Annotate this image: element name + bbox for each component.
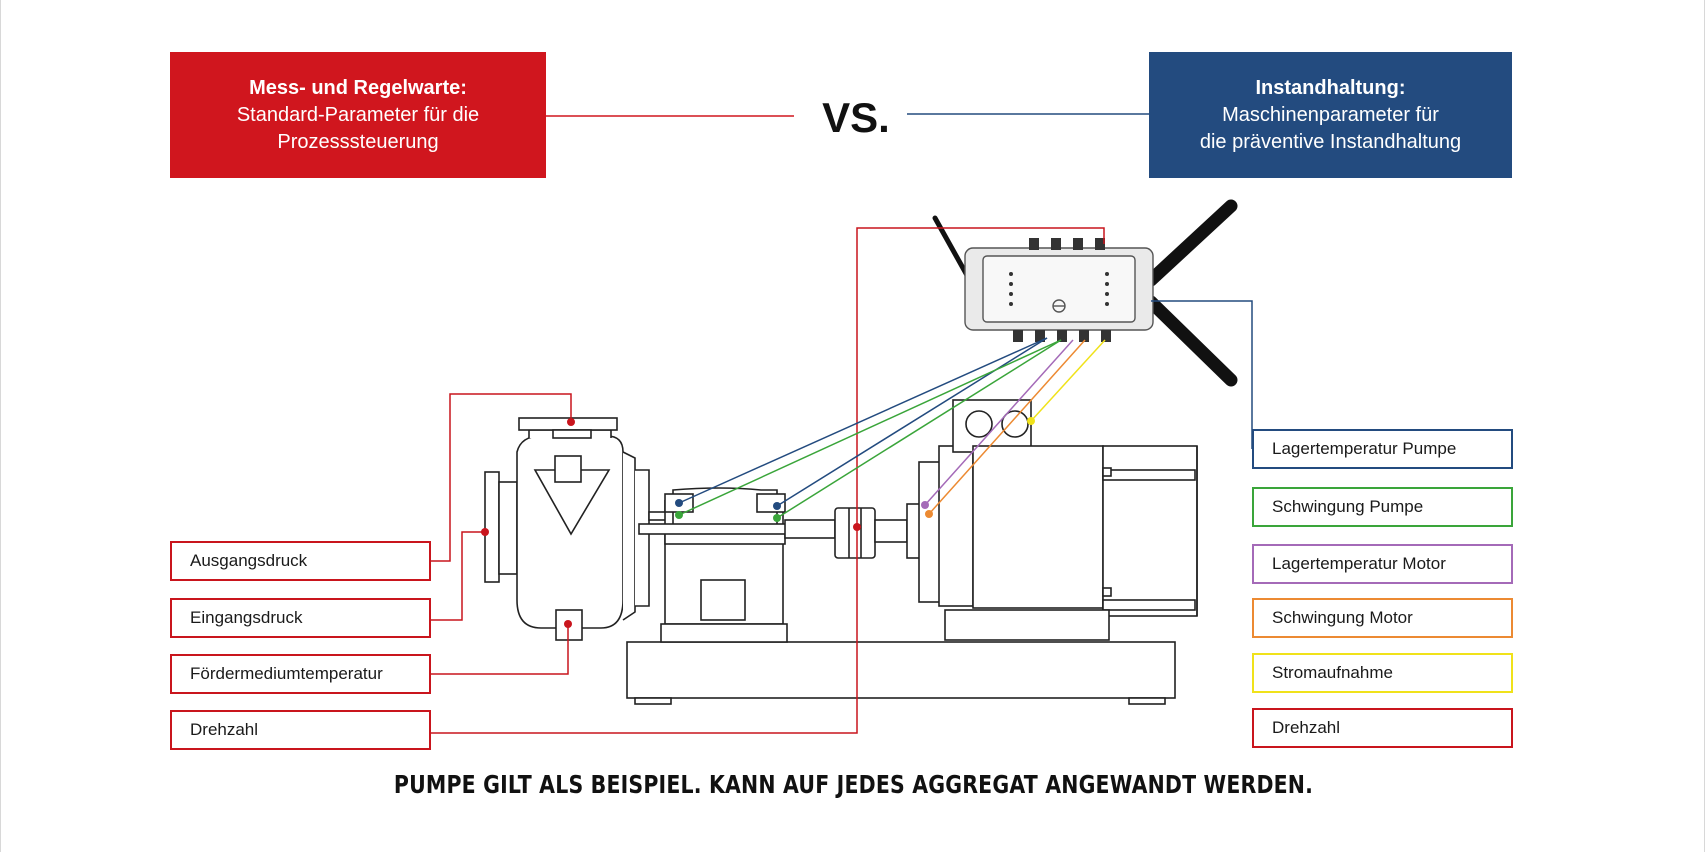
- sensor-dot-lagertemp-pumpe-2: [773, 502, 781, 510]
- line-lagertemperatur-pumpe-2: [776, 337, 1048, 507]
- line-stromaufnahme: [1030, 339, 1106, 422]
- process-control-header: Mess- und Regelwarte: Standard-Parameter…: [170, 52, 546, 178]
- sensor-dot-foerdermedium: [564, 620, 572, 628]
- sensor-dot-lagertemp-pumpe-1: [675, 499, 683, 507]
- sensor-dot-drehzahl: [853, 523, 861, 531]
- sensor-dot-schwingung-pumpe-1: [675, 511, 683, 519]
- label-drehzahl-left: Drehzahl: [170, 710, 431, 750]
- line-ausgangsdruck: [431, 393, 572, 562]
- label-ausgangsdruck: Ausgangsdruck: [170, 541, 431, 581]
- process-control-title: Mess- und Regelwarte:: [249, 76, 467, 99]
- label-schwingung-motor: Schwingung Motor: [1252, 598, 1513, 638]
- label-lagertemperatur-motor: Lagertemperatur Motor: [1252, 544, 1513, 584]
- line-device-connector: [1151, 300, 1253, 449]
- process-control-line2: Prozesssteuerung: [277, 130, 439, 153]
- pump-machine-drawing: [484, 399, 1198, 705]
- line-lagertemperatur-motor: [924, 339, 1074, 506]
- line-drehzahl-left: [431, 227, 1105, 734]
- line-eingangsdruck: [431, 531, 485, 621]
- sensor-dot-schwingung-motor: [925, 510, 933, 518]
- toolbox-device: [932, 199, 1238, 387]
- line-schwingung-pumpe: [678, 339, 1062, 516]
- footer-note: PUMPE GILT ALS BEISPIEL. KANN AUF JEDES …: [393, 770, 1314, 799]
- label-lagertemperatur-pumpe: Lagertemperatur Pumpe: [1252, 429, 1513, 469]
- sensor-dot-lagertemp-motor: [921, 501, 929, 509]
- maintenance-line1: Maschinenparameter für: [1222, 103, 1439, 126]
- label-eingangsdruck: Eingangsdruck: [170, 598, 431, 638]
- line-lagertemperatur-pumpe: [678, 337, 1048, 504]
- maintenance-title: Instandhaltung:: [1255, 76, 1406, 99]
- line-schwingung-motor: [928, 339, 1086, 515]
- sensor-dot-stromaufnahme: [1027, 417, 1035, 425]
- label-stromaufnahme: Stromaufnahme: [1252, 653, 1513, 693]
- sensor-dot-ausgangsdruck: [567, 418, 575, 426]
- line-schwingung-pumpe-2: [776, 339, 1062, 519]
- process-control-line1: Standard-Parameter für die: [236, 103, 480, 126]
- maintenance-line2: die präventive Instandhaltung: [1199, 130, 1462, 153]
- sensor-dot-eingangsdruck: [481, 528, 489, 536]
- label-drehzahl-right: Drehzahl: [1252, 708, 1513, 748]
- line-foerdermediumtemperatur: [431, 626, 569, 675]
- sensor-dot-schwingung-pumpe-2: [773, 514, 781, 522]
- vs-label: VS.: [822, 94, 890, 141]
- maintenance-header: Instandhaltung: Maschinenparameter für d…: [1149, 52, 1512, 178]
- label-foerdermediumtemperatur: Fördermediumtemperatur: [170, 654, 431, 694]
- label-schwingung-pumpe: Schwingung Pumpe: [1252, 487, 1513, 527]
